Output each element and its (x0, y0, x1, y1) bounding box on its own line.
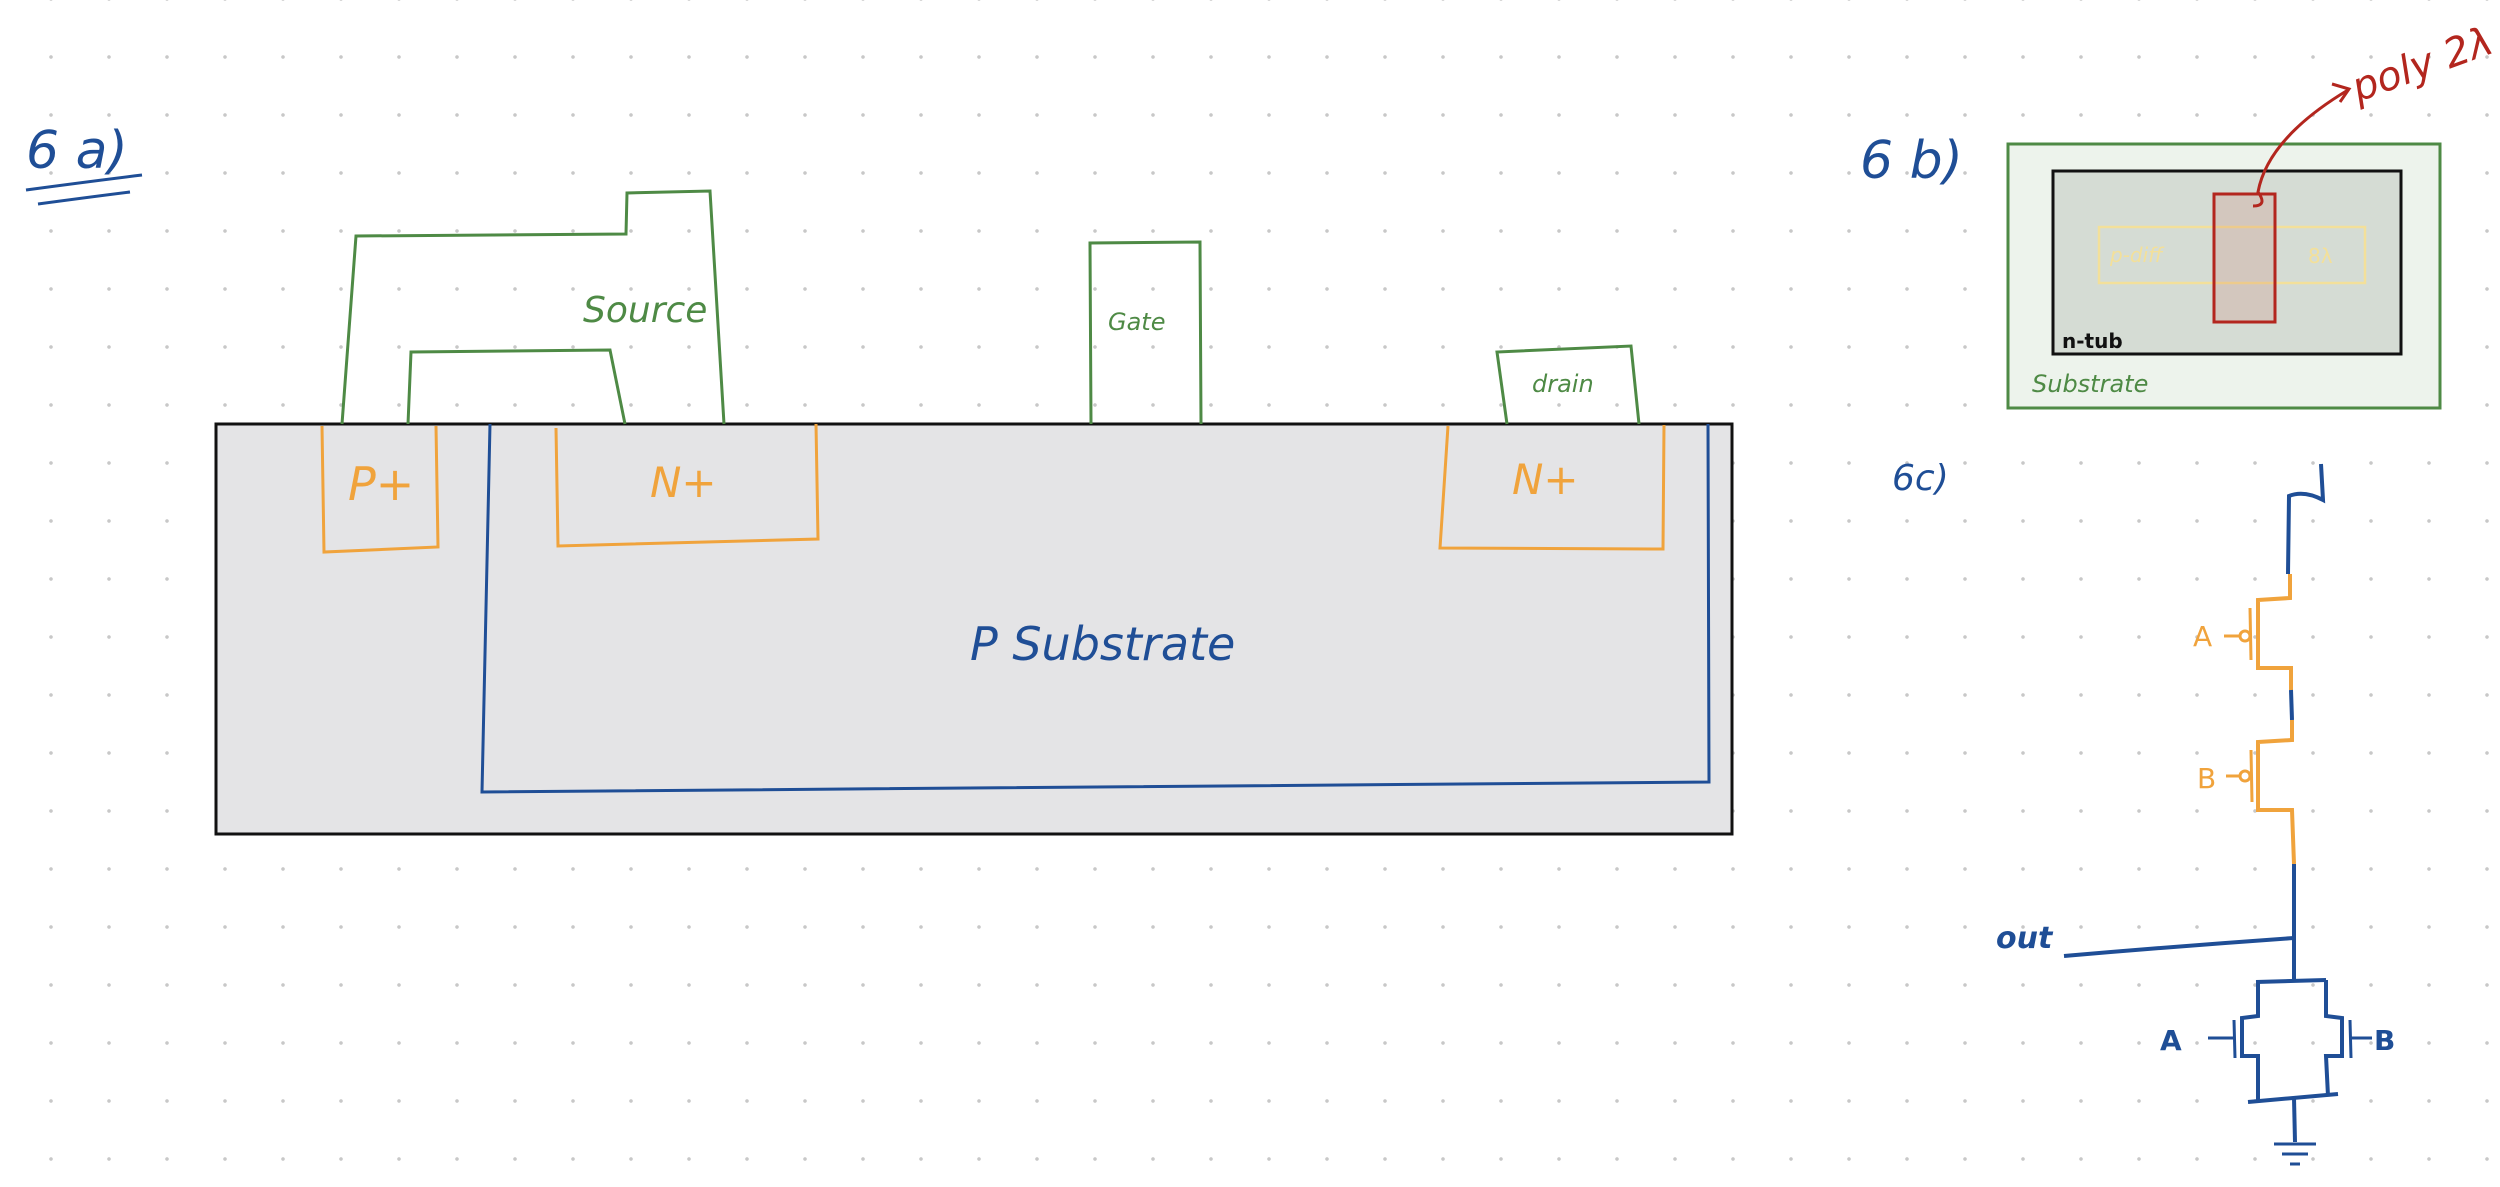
p-diffusion-label: p-diff (2109, 243, 2165, 267)
source-contact-outline (340, 189, 726, 425)
label-6c: 6c) (1892, 458, 1949, 499)
n-plus-right-region (1438, 424, 1666, 551)
ground-icon (2274, 1142, 2316, 1166)
figure-6b: 6 b) Substrate n-tub p-diff 8λ poly 2λ (1860, 18, 2499, 410)
label-6a-underline (25, 173, 143, 206)
pmos-a-transistor (2256, 574, 2293, 690)
figure-6c: 6c) A B out A B (1892, 458, 2395, 1166)
n-plus-left-region (554, 423, 820, 548)
n-well-outline (480, 423, 1711, 794)
ground-wire (2292, 1097, 2297, 1143)
n-plus-right-label: N+ (1512, 455, 1579, 504)
p-plus-region (320, 425, 440, 554)
p-plus-label: P+ (348, 457, 414, 511)
poly-label: poly 2λ (2345, 18, 2499, 112)
figure-6a: 6 a) P+ N+ N+ Source Gate drain P Substr… (25, 121, 1734, 836)
substrate-label: Substrate (2032, 370, 2148, 398)
output-wire (2063, 936, 2295, 958)
n-plus-left-label: N+ (650, 458, 717, 507)
n-tub-label: n-tub (2062, 329, 2123, 353)
label-6a: 6 a) (26, 121, 128, 181)
output-label: out (1996, 921, 2054, 956)
gate-contact-outline (1088, 240, 1203, 425)
pmos-b-bubble (2238, 769, 2252, 783)
poly-callout-arrowhead (2331, 82, 2352, 103)
nmos-b-transistor (2323, 980, 2344, 1097)
pmos-link-wire (2289, 689, 2294, 721)
nmos-b-gate (2348, 1019, 2372, 1059)
nmos-a-label: A (2160, 1024, 2182, 1057)
p-diffusion-region (2097, 225, 2367, 285)
pmos-a-label: A (2193, 620, 2212, 653)
nmos-b-label: B (2374, 1024, 2395, 1057)
gate-label: Gate (1108, 308, 1165, 336)
vdd-hook (2286, 463, 2326, 575)
drain-contact-outline (1495, 344, 1641, 425)
nmos-top-rail (2255, 978, 2327, 984)
pmos-b-transistor (2256, 720, 2296, 865)
source-label: Source (583, 290, 707, 331)
p-substrate-block (214, 422, 1734, 836)
nmos-a-gate (2208, 1019, 2237, 1059)
p-substrate-label: P Substrate (970, 617, 1235, 671)
poly-gate-region (2212, 192, 2277, 324)
width-label: 8λ (2308, 244, 2333, 268)
pmos-b-label: B (2197, 762, 2216, 795)
pmos-a-bubble (2238, 629, 2252, 643)
label-6b: 6 b) (1860, 131, 1963, 191)
poly-callout-arrow (2252, 88, 2349, 208)
nmos-a-transistor (2240, 982, 2260, 1100)
nmos-bottom-rail (2247, 1092, 2339, 1104)
drain-label: drain (1532, 370, 1594, 398)
